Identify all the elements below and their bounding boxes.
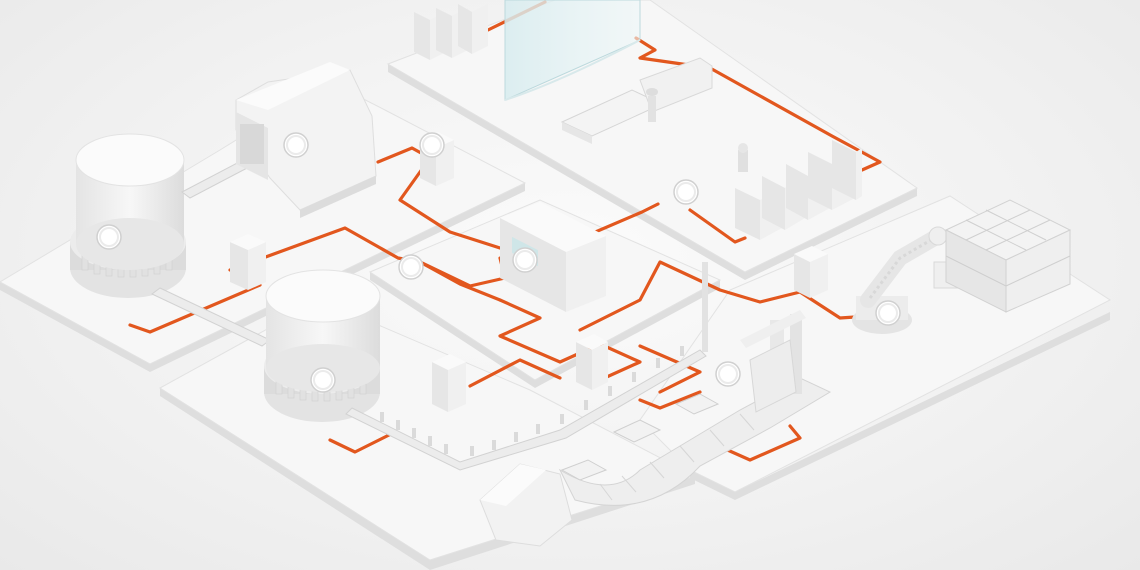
hotspot-7[interactable] — [310, 367, 336, 393]
cleanroom-workbench — [560, 57, 713, 144]
hotspot-4[interactable] — [398, 254, 424, 280]
bottling-tank-large — [70, 133, 186, 298]
hotspots — [96, 132, 901, 393]
server-cabinets — [414, 4, 488, 60]
cabinet-left-a — [230, 234, 266, 290]
conveyor-bottle-line — [345, 346, 707, 471]
control-cabinet-row — [735, 140, 862, 240]
glass-wall — [504, 0, 641, 101]
packing-conveyor — [558, 377, 832, 506]
cabinet-right — [794, 246, 828, 298]
cabinet-front — [432, 354, 466, 412]
hotspot-5[interactable] — [512, 247, 538, 273]
cabinet-center — [576, 334, 608, 390]
hotspot-1[interactable] — [283, 132, 309, 158]
palletizer-gantry — [702, 262, 806, 413]
hotspot-8[interactable] — [715, 361, 741, 387]
bottling-tank-small — [264, 269, 381, 422]
hotspot-6[interactable] — [673, 179, 699, 205]
hotspot-2[interactable] — [419, 132, 445, 158]
hotspot-9[interactable] — [875, 300, 901, 326]
hotspot-3[interactable] — [96, 224, 122, 250]
crate-stack — [944, 199, 1072, 313]
labeling-machine — [235, 62, 377, 218]
crates-on-line — [560, 393, 720, 481]
case-packer — [479, 463, 573, 547]
